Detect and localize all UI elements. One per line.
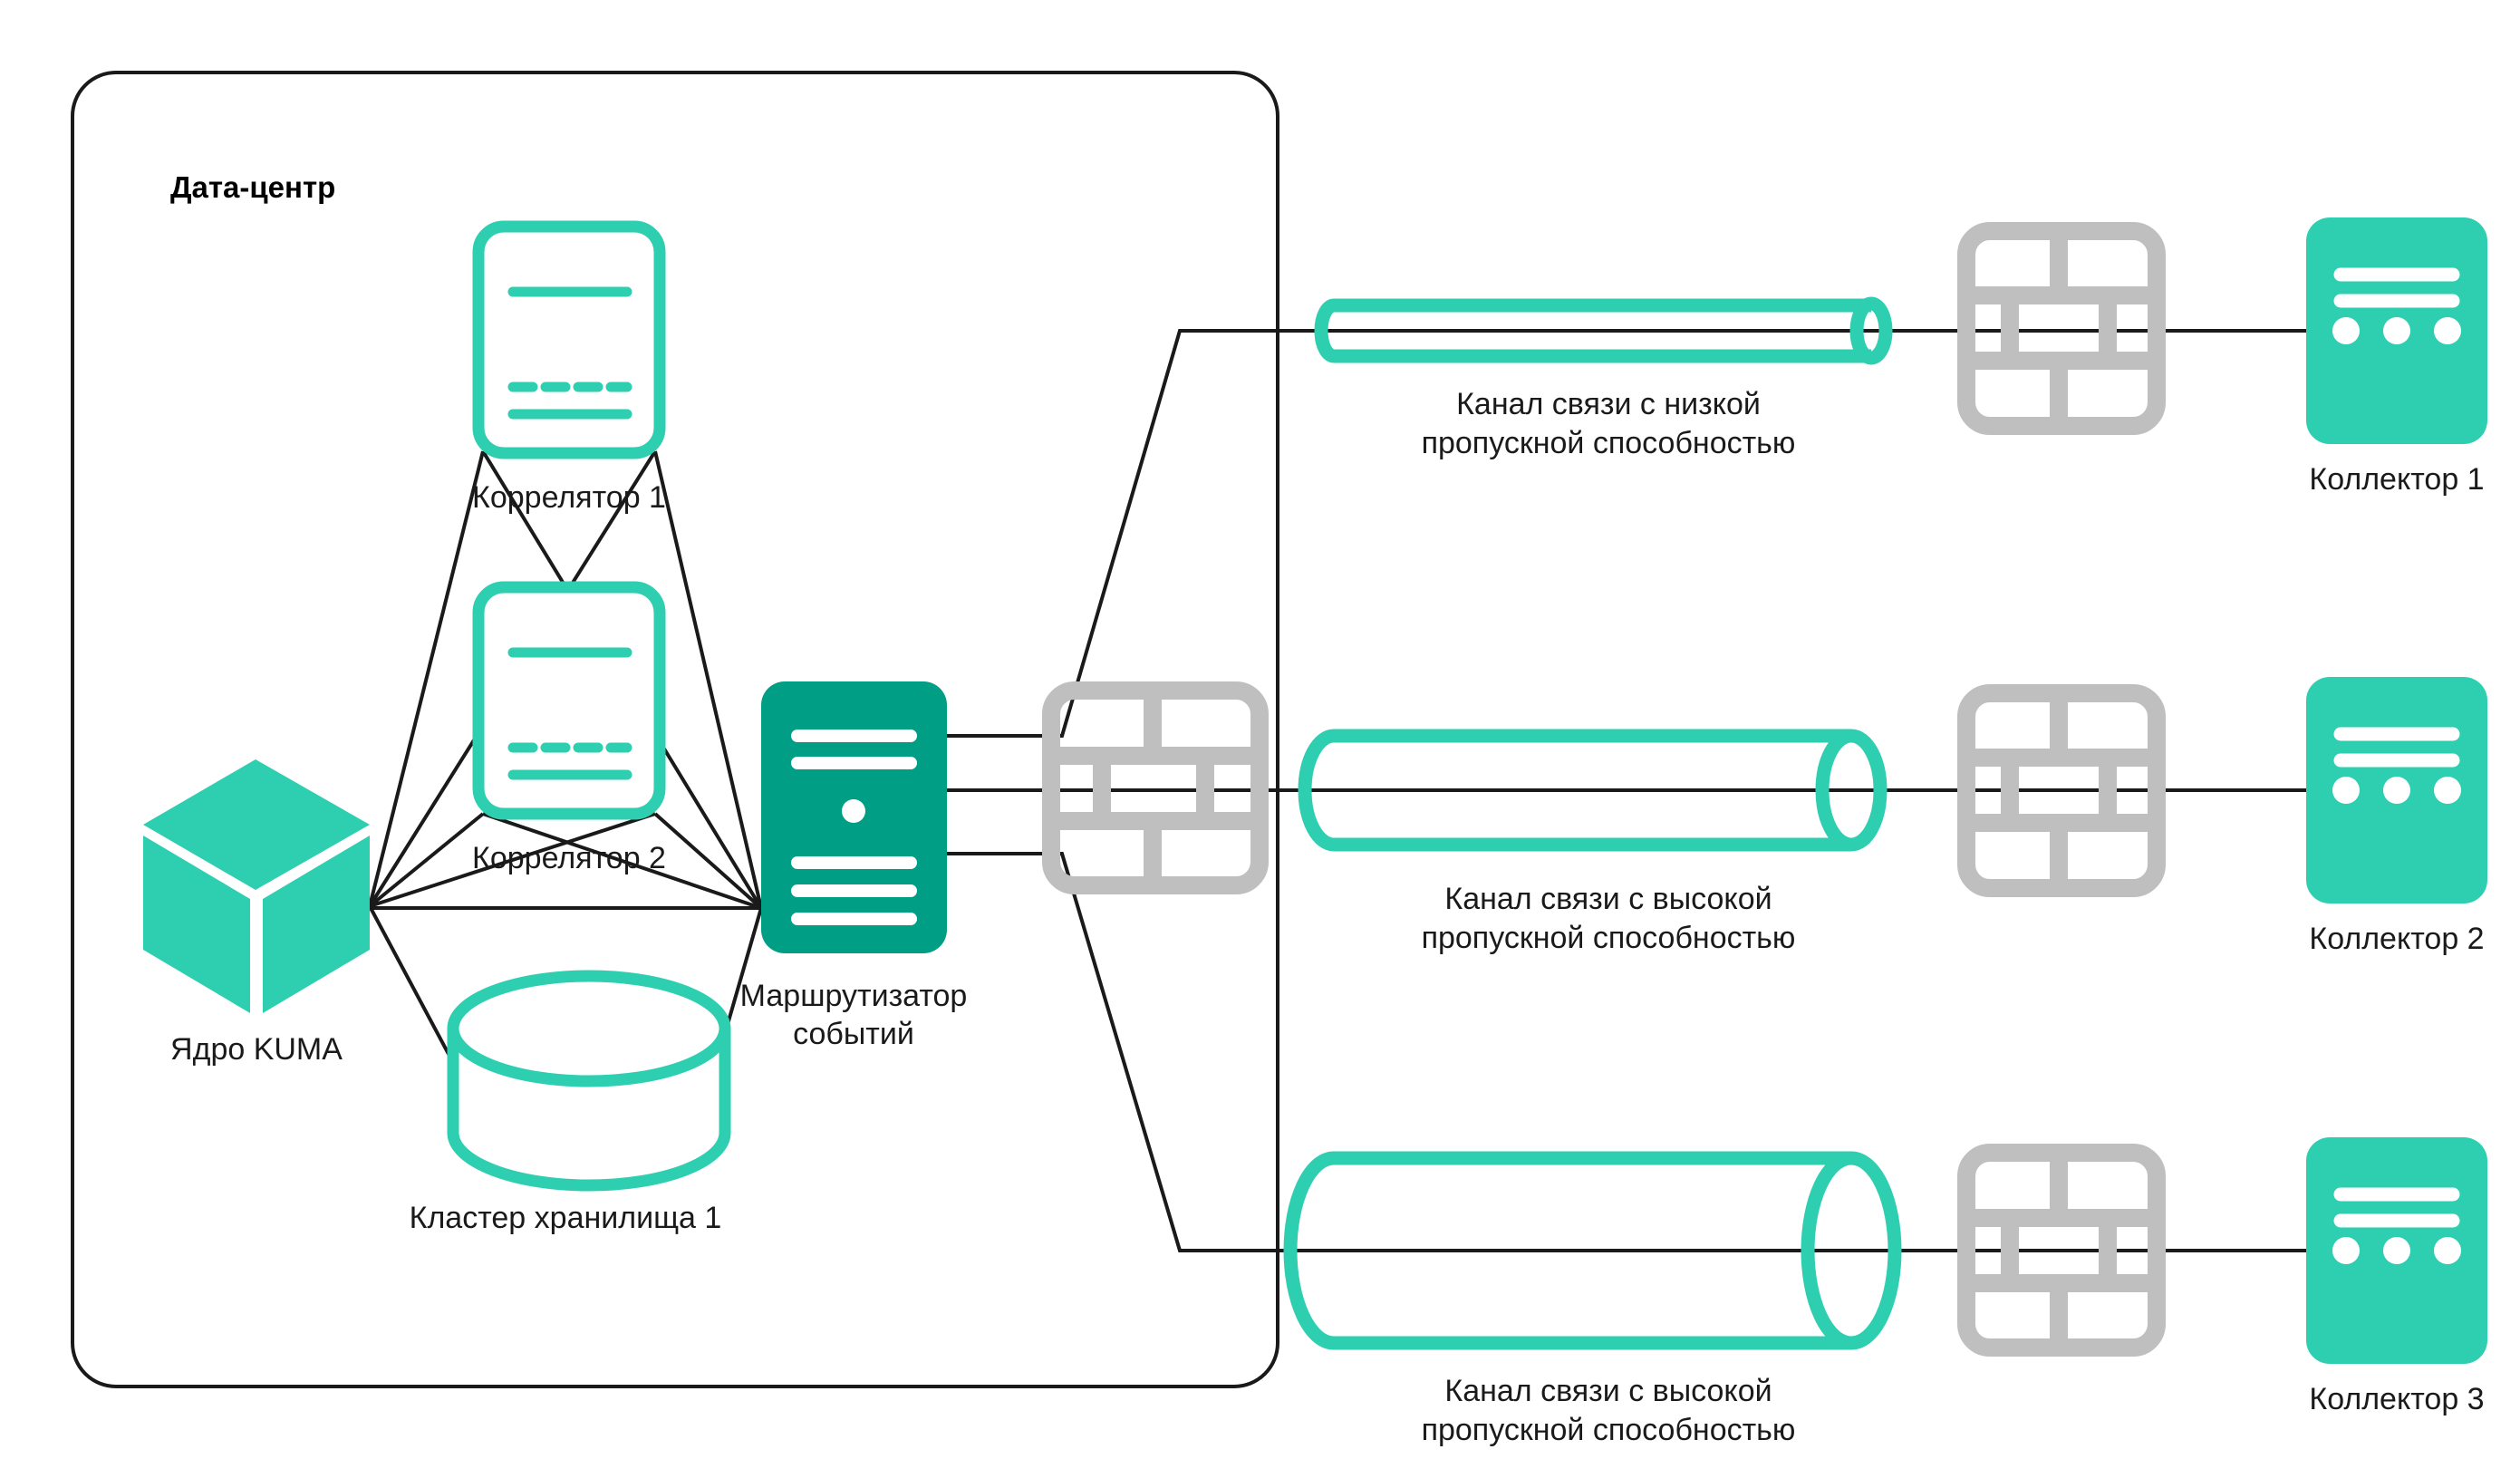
datacenter-title: Дата-центр bbox=[170, 170, 335, 204]
channel-high-2-label-line2: пропускной способностью bbox=[1422, 1413, 1796, 1447]
firewall-middle[interactable] bbox=[1957, 684, 2166, 897]
collector-2-label: Коллектор 2 bbox=[2309, 922, 2484, 956]
channel-low-node[interactable]: Канал связи с низкой пропускной способно… bbox=[1314, 296, 1893, 460]
firewall-icon bbox=[1042, 681, 1269, 894]
firewall-icon bbox=[1957, 684, 2166, 897]
egress-line-bottom bbox=[947, 852, 2306, 1252]
firewall-inner[interactable] bbox=[1042, 681, 1269, 894]
router-egress-lines bbox=[947, 329, 2306, 1252]
correlator-1-label: Коррелятор 1 bbox=[472, 480, 666, 515]
channel-high-1-label-line2: пропускной способностью bbox=[1422, 921, 1796, 955]
firewall-top[interactable] bbox=[1957, 222, 2166, 435]
firewall-icon bbox=[1957, 1144, 2166, 1357]
event-router-label-line1: Маршрутизатор bbox=[740, 979, 968, 1013]
channel-low-label-line2: пропускной способностью bbox=[1422, 426, 1796, 460]
channel-high-1-node[interactable]: Канал связи с высокой пропускной способн… bbox=[1298, 729, 1888, 955]
correlator-2-label: Коррелятор 2 bbox=[472, 841, 666, 875]
server-icon bbox=[761, 681, 947, 953]
collector-1-node[interactable]: Коллектор 1 bbox=[2306, 217, 2487, 497]
kuma-core-node[interactable]: Ядро KUMA bbox=[143, 759, 370, 1067]
event-router-label-line2: событий bbox=[793, 1017, 914, 1051]
egress-line-top bbox=[947, 329, 2306, 738]
storage-cluster-1-node[interactable]: Кластер хранилища 1 bbox=[410, 970, 731, 1235]
cube-icon bbox=[143, 759, 370, 1013]
channel-high-2-label-line1: Канал связи с высокой bbox=[1444, 1374, 1772, 1408]
link-correlator2-router-left bbox=[653, 812, 763, 910]
correlator-2-node[interactable]: Коррелятор 2 bbox=[472, 581, 666, 875]
event-router-node[interactable]: Маршрутизатор событий bbox=[740, 681, 968, 1051]
link-core-correlator2-right bbox=[369, 812, 656, 908]
thin-pipe-icon bbox=[1314, 296, 1893, 365]
correlator-icon bbox=[472, 581, 666, 820]
firewall-bottom[interactable] bbox=[1957, 1144, 2166, 1357]
collector-icon bbox=[2306, 677, 2487, 903]
channel-high-1-label-line1: Канал связи с высокой bbox=[1444, 882, 1772, 916]
collector-3-node[interactable]: Коллектор 3 bbox=[2306, 1137, 2487, 1416]
collector-1-label: Коллектор 1 bbox=[2309, 462, 2484, 497]
thick-pipe-icon bbox=[1283, 1151, 1902, 1350]
correlator-icon bbox=[472, 220, 666, 459]
collector-icon bbox=[2306, 217, 2487, 444]
database-icon bbox=[447, 970, 731, 1192]
firewall-icon bbox=[1957, 222, 2166, 435]
correlator-1-node[interactable]: Коррелятор 1 bbox=[472, 220, 666, 515]
storage-cluster-1-label: Кластер хранилища 1 bbox=[410, 1201, 722, 1235]
link-core-correlator2-left bbox=[368, 812, 485, 908]
link-correlator2-router-right bbox=[482, 812, 762, 910]
collector-icon bbox=[2306, 1137, 2487, 1364]
collector-3-label: Коллектор 3 bbox=[2309, 1382, 2484, 1416]
kuma-core-label: Ядро KUMA bbox=[170, 1032, 343, 1067]
link-correlator1-router-left bbox=[653, 450, 763, 909]
link-core-correlator1-left bbox=[368, 450, 485, 907]
channel-high-2-node[interactable]: Канал связи с высокой пропускной способн… bbox=[1283, 1151, 1902, 1447]
channel-low-label-line1: Канал связи с низкой bbox=[1456, 387, 1761, 421]
collector-2-node[interactable]: Коллектор 2 bbox=[2306, 677, 2487, 956]
datacenter-boundary bbox=[71, 71, 1279, 1388]
thick-pipe-icon bbox=[1298, 729, 1888, 852]
